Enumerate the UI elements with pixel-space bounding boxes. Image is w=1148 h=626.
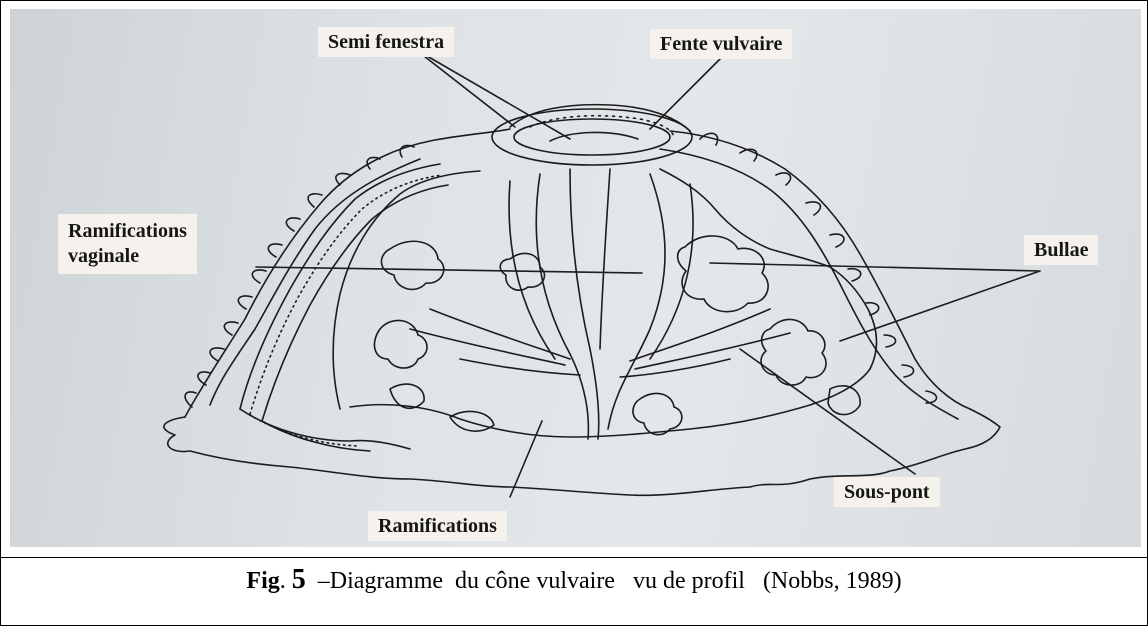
caption-text: –Diagramme du cône vulvaire vu de profil <box>318 568 745 594</box>
fente-vulvaire-slit <box>550 132 638 141</box>
caption-fig-dot: . <box>280 568 286 594</box>
caption-divider <box>1 557 1147 558</box>
diagram-photo: Semi fenestra Fente vulvaire Ramificatio… <box>10 9 1141 547</box>
cone-right-side <box>670 131 970 409</box>
caption-citation: (Nobbs, 1989) <box>763 568 902 594</box>
leader-bullae <box>710 263 1040 341</box>
leader-fente-vulvaire <box>650 54 725 129</box>
caption-fig-word: Fig <box>246 568 279 594</box>
label-sous-pont: Sous-pont <box>834 477 940 507</box>
leader-ramifications-vaginale <box>256 267 642 273</box>
figure-caption: Fig. 5 –Diagramme du cône vulvaire vu de… <box>1 564 1147 596</box>
label-ramifications: Ramifications <box>368 511 507 541</box>
caption-fig-number: 5 <box>292 564 306 595</box>
vulval-cone-drawing <box>10 9 1141 547</box>
label-ramifications-vaginale: Ramifications vaginale <box>58 214 197 274</box>
vaginal-ramification-channel <box>240 164 440 409</box>
label-fente-vulvaire: Fente vulvaire <box>650 29 792 59</box>
leader-semi-fenestra <box>415 49 570 139</box>
label-semi-fenestra: Semi fenestra <box>318 27 454 57</box>
central-fibres <box>570 169 599 439</box>
label-bullae: Bullae <box>1024 235 1098 265</box>
